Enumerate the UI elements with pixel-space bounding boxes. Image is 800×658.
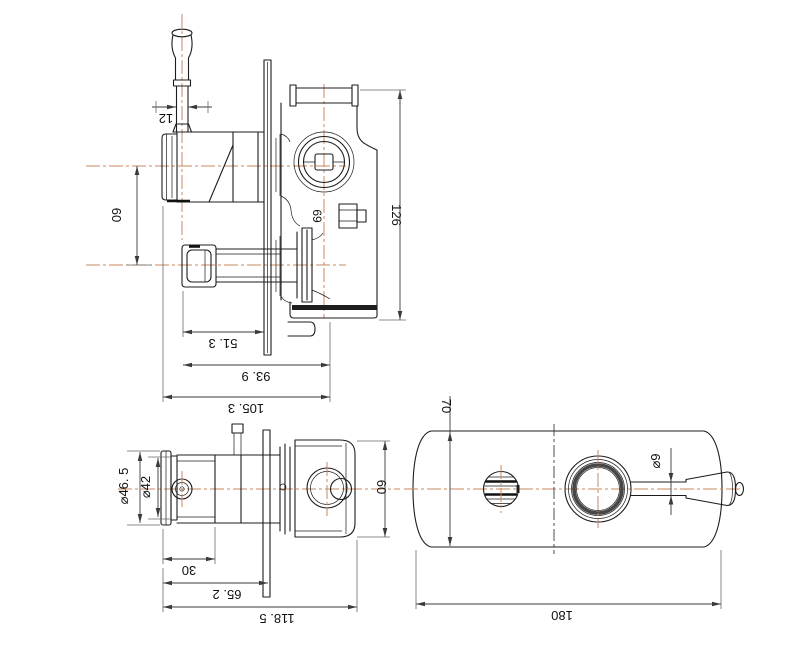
boss-flange-circle [293, 131, 355, 193]
valve-trim-ring [564, 450, 632, 528]
dim-label-body-diameter: ⌀42 [138, 476, 153, 498]
dim-plate-height: 70 [439, 396, 454, 546]
hex-fitting [338, 203, 367, 229]
dim-stem-width: 12 [152, 101, 212, 126]
plan-cylinder [176, 423, 281, 524]
dim-label-axis-distance: 60 [109, 208, 124, 222]
dim-label-port-offset: 30 [182, 563, 196, 578]
wall-plate-edge [263, 59, 272, 356]
dim-label-plan-body-height: 60 [374, 480, 389, 494]
dim-label-stem-width: 12 [159, 111, 173, 126]
dim-label-plate-length: 180 [551, 608, 573, 623]
dim-plate-length: 180 [415, 550, 722, 623]
dim-axis-distance: 60 [109, 166, 152, 266]
front-handle-lever [630, 471, 745, 507]
dim-label-plate-height: 70 [439, 399, 454, 413]
dim-label-length-to-plate: 65. 2 [213, 587, 242, 602]
dim-depth-to-plate: 51. 3 [182, 291, 264, 351]
dim-label-length-total: 118. 5 [259, 611, 294, 626]
dim-label-cap-diameter: ⌀46. 5 [116, 468, 131, 505]
diverter-knob [482, 465, 520, 513]
drain-tab [287, 321, 316, 337]
dim-label-depth-total: 105. 3 [228, 401, 264, 416]
cartridge-body [161, 131, 265, 203]
dim-plan-body-height: 60 [357, 440, 390, 538]
dim-body-diameter: ⌀42 [138, 456, 171, 520]
dim-label-body-height: 126 [389, 204, 404, 226]
plan-trim-rings [279, 443, 291, 535]
dim-label-stem-diameter: ⌀9 [648, 453, 663, 468]
dim-length-to-plate: 65. 2 [163, 580, 268, 602]
dim-label-depth-body: 93. 9 [242, 369, 271, 384]
dim-stem-diameter: ⌀9 [648, 448, 674, 515]
dim-depth-total: 105. 3 [162, 206, 330, 416]
dim-cap-diameter: ⌀46. 5 [116, 450, 160, 526]
dim-length-total: 118. 5 [162, 540, 358, 626]
dim-label-depth-to-plate: 51. 3 [209, 336, 238, 351]
plan-port-small-circle [329, 477, 353, 501]
boss-outer-circle [297, 135, 351, 189]
plan-valve-body [294, 439, 356, 538]
cap-rings [160, 450, 178, 526]
plan-view: ⌀46. 5 ⌀42 30 65. 2 [116, 423, 400, 626]
side-view: 12 60 126 69 51. 3 [86, 14, 406, 416]
flange-dark-band [292, 305, 377, 310]
dim-body-height: 126 [360, 89, 406, 321]
dim-port-offset: 30 [162, 527, 216, 578]
side-port-circle [171, 471, 193, 507]
front-plate [412, 430, 723, 548]
valve-body [275, 84, 378, 337]
outlet-fitting [181, 244, 298, 288]
dim-depth-body: 93. 9 [183, 322, 331, 402]
front-view: 70 ⌀9 180 [404, 396, 745, 623]
handle-lever [171, 28, 193, 133]
label-cartridge: 69 [310, 209, 324, 223]
plan-wall-plate [262, 429, 271, 598]
